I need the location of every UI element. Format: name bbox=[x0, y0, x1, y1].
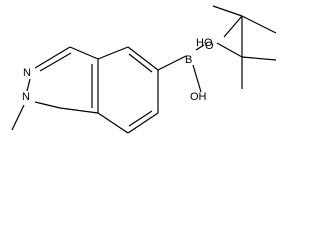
bond-c7-c7a bbox=[97, 112, 129, 134]
bond-n2-c3-double bbox=[39, 52, 72, 72]
bond-c4-c5-double bbox=[128, 53, 153, 73]
bond-c7a-n1-link bbox=[59, 107, 99, 114]
bond-n1-methyl bbox=[11, 104, 25, 131]
bond-boron-oxygen bbox=[195, 44, 205, 51]
hydroxyl-label: HO bbox=[196, 37, 213, 49]
bond-upper-quaternary-methyl-left bbox=[212, 5, 243, 17]
bond-boron-oh bbox=[192, 64, 202, 93]
bond-c3a-c4 bbox=[97, 46, 129, 60]
molecule-structure-diagram: N N B O OH HO bbox=[11, 5, 277, 134]
bond-upper-quaternary-hydroxyl bbox=[223, 15, 243, 38]
bond-c4-c5 bbox=[127, 46, 159, 71]
bond-c3-c3a bbox=[69, 46, 99, 60]
n1-label: N bbox=[22, 91, 30, 103]
boron-label: B bbox=[185, 54, 192, 66]
bond-c6-c7-double bbox=[128, 110, 153, 127]
bond-c6-c7 bbox=[127, 112, 159, 134]
ester-oxygen-label: O bbox=[205, 40, 214, 52]
bond-n1-c7a bbox=[34, 101, 61, 109]
bond-n1-n2 bbox=[26, 78, 31, 92]
n2-label: N bbox=[23, 67, 31, 79]
bond-upper-quaternary-methyl-right bbox=[241, 15, 277, 34]
bond-n2-c3 bbox=[34, 46, 71, 69]
boron-hydroxyl-label: OH bbox=[190, 91, 207, 103]
bond-lower-quaternary-methyl-right bbox=[241, 56, 277, 61]
bond-oxygen-quaternary-carbon bbox=[216, 42, 243, 58]
bond-c5-boron bbox=[157, 55, 187, 71]
